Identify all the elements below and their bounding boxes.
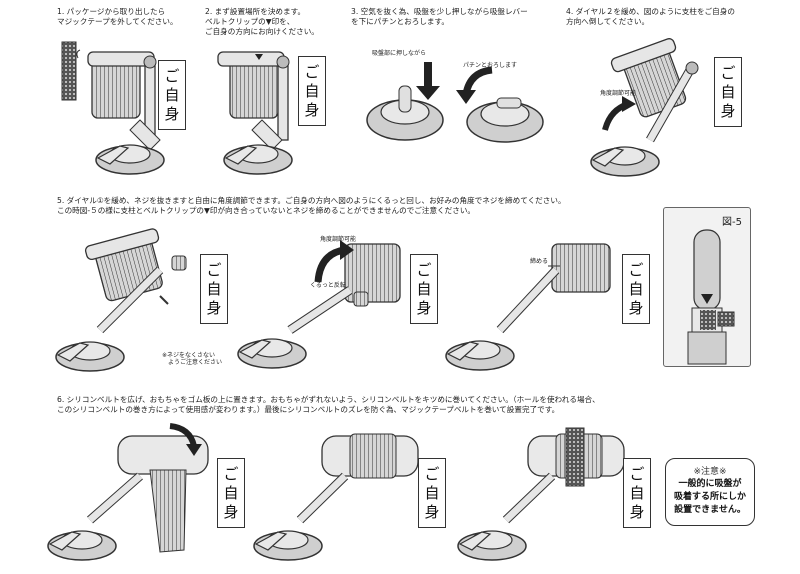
step-5a-figure	[55, 228, 187, 372]
tighten-label: 締める	[530, 258, 549, 265]
step-1-caption: 1. パッケージから取り出したら マジックテープを外してください。	[57, 7, 178, 26]
step-4-caption: 4. ダイヤル２を緩め、図のように支柱をご自身の 方向へ倒してください。	[566, 7, 735, 26]
snap-down-label: パチンとおろします	[463, 62, 518, 69]
self-marker: ご自身	[622, 254, 650, 324]
self-marker: ご自身	[623, 458, 651, 528]
self-marker: ご自身	[410, 254, 438, 324]
step-6c-figure	[457, 427, 625, 561]
self-marker: ご自身	[298, 56, 326, 126]
notice-heading: ※注意※	[693, 467, 727, 477]
step-6-caption: 6. シリコンベルトを広げ、おもちゃをゴム板の上に置きます。おもちゃがずれないよ…	[57, 395, 600, 414]
press-suction-label: 吸盤部に押しながら	[372, 50, 427, 57]
notice-body: 一般的に吸盤が 吸着する所にしか 設置できません。	[673, 479, 746, 515]
self-marker: ご自身	[217, 458, 245, 528]
turn-around-label: くるっと反転	[310, 282, 346, 289]
step-5-caption: 5. ダイヤル①を緩め、ネジを抜きますと自由に角度調節できます。ご自身の方向へ図…	[57, 196, 566, 215]
screw-note: ※ネジをなくさない ようご注意ください	[162, 352, 223, 366]
angle-adjustable-label-4: 角度調節可能	[600, 90, 637, 97]
self-marker: ご自身	[158, 60, 186, 130]
step-2-figure	[217, 51, 293, 175]
step-4-figure	[590, 38, 699, 177]
step-3-caption: 3. 空気を抜く為、吸盤を少し押しながら吸盤レバー を下にパチンとおろします。	[351, 7, 528, 26]
figure-5-title: 図-5	[722, 217, 742, 228]
step-2-caption: 2. まず設置場所を決めます。 ベルトクリップの▼印を、 ご自身の方向にお向けく…	[205, 7, 319, 36]
self-marker: ご自身	[714, 57, 742, 127]
step-5c-figure	[445, 243, 611, 371]
step-1-figure	[61, 41, 165, 175]
step-5b-figure	[237, 240, 401, 369]
step-6b-figure	[253, 433, 419, 561]
step-6a-figure	[47, 423, 209, 561]
angle-adjustable-label-5: 角度調節可能	[320, 236, 357, 243]
notice-box: ※注意※ 一般的に吸盤が 吸着する所にしか 設置できません。	[665, 458, 755, 526]
self-marker: ご自身	[200, 254, 228, 324]
self-marker: ご自身	[418, 458, 446, 528]
figure-5-inset: 図-5	[663, 207, 751, 367]
figure-5-drawing	[687, 229, 735, 365]
step-3-figure	[366, 62, 544, 143]
